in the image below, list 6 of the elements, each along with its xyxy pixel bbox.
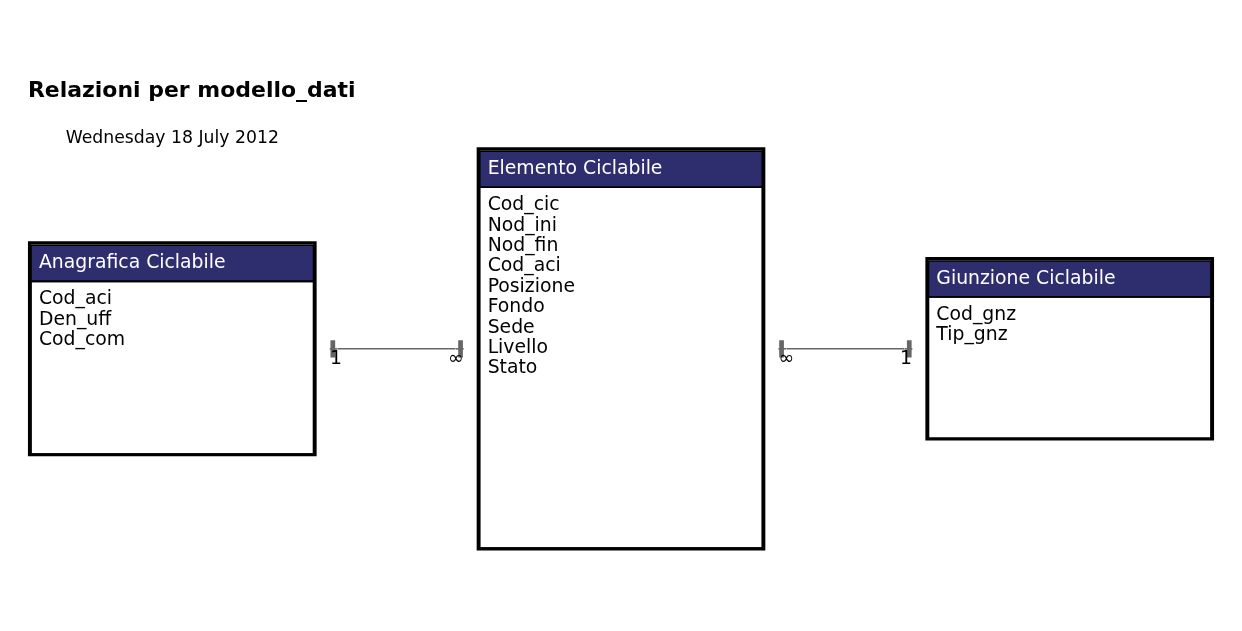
diagram-title: Relazioni per modello_dati: [27, 76, 356, 102]
label: ∞: [778, 346, 795, 368]
label: ∞: [448, 346, 464, 368]
label: Wednesday 18 July 2012: [65, 127, 279, 147]
label: 1: [329, 346, 342, 368]
label: 1: [900, 346, 913, 368]
